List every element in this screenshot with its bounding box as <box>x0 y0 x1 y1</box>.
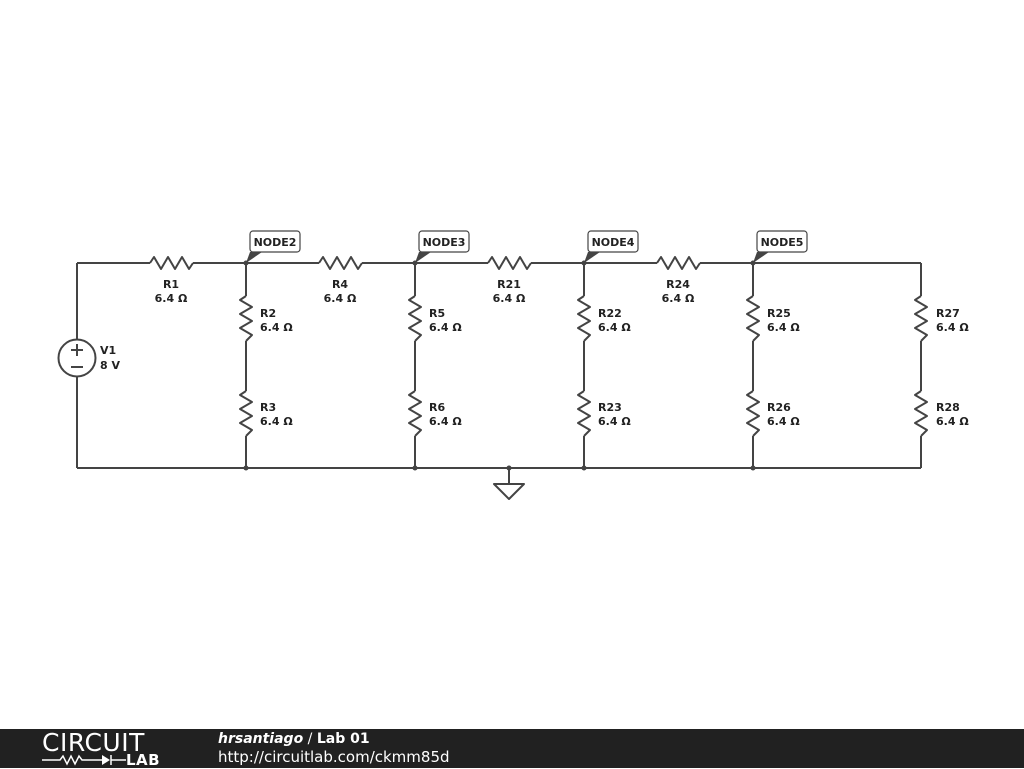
footer-info: hrsantiago / Lab 01 http://circuitlab.co… <box>218 730 450 767</box>
resistor-r22[interactable]: R22 6.4 Ω <box>577 295 631 342</box>
node-label-node5[interactable]: NODE5 <box>753 230 808 263</box>
resistor-value: 6.4 Ω <box>662 292 695 305</box>
node-label-node2[interactable]: NODE2 <box>246 230 301 263</box>
voltage-source-v1[interactable]: V1 8 V <box>57 338 121 378</box>
node-label-text: NODE2 <box>254 236 297 249</box>
node-label-node3[interactable]: NODE3 <box>415 230 470 263</box>
resistor-r1[interactable]: R1 6.4 Ω <box>149 256 194 305</box>
resistor-label: R28 <box>936 401 960 414</box>
resistor-r2[interactable]: R2 6.4 Ω <box>239 295 293 342</box>
wires <box>76 262 922 484</box>
resistor-label: R6 <box>429 401 445 414</box>
resistor-r5[interactable]: R5 6.4 Ω <box>408 295 462 342</box>
resistor-r6[interactable]: R6 6.4 Ω <box>408 390 462 437</box>
resistor-label: R3 <box>260 401 276 414</box>
author-link[interactable]: hrsantiago <box>218 731 304 747</box>
logo-lab-text: LAB <box>126 751 161 769</box>
node-label-text: NODE3 <box>423 236 466 249</box>
resistor-value: 6.4 Ω <box>429 321 462 334</box>
resistor-value: 6.4 Ω <box>936 415 969 428</box>
node-label-text: NODE5 <box>761 236 804 249</box>
resistor-label: R4 <box>332 278 348 291</box>
resistor-label: R5 <box>429 307 445 320</box>
resistor-value: 6.4 Ω <box>155 292 188 305</box>
resistor-r4[interactable]: R4 6.4 Ω <box>318 256 363 305</box>
resistor-r26[interactable]: R26 6.4 Ω <box>746 390 800 437</box>
logo-resistor-diode-icon <box>42 754 126 766</box>
resistor-label: R23 <box>598 401 622 414</box>
resistor-value: 6.4 Ω <box>324 292 357 305</box>
resistor-label: R21 <box>497 278 521 291</box>
resistor-label: R27 <box>936 307 960 320</box>
resistor-label: R26 <box>767 401 791 414</box>
circuit-schematic: V1 8 V R1 6.4 Ω R4 6.4 Ω R21 6.4 Ω R24 6… <box>57 230 969 500</box>
resistor-value: 6.4 Ω <box>598 415 631 428</box>
resistor-label: R2 <box>260 307 276 320</box>
resistor-value: 6.4 Ω <box>598 321 631 334</box>
title-separator: / <box>303 731 317 747</box>
circuit-title[interactable]: Lab 01 <box>316 731 370 747</box>
junction-dots <box>243 260 756 471</box>
resistor-label: R25 <box>767 307 791 320</box>
resistor-value: 6.4 Ω <box>429 415 462 428</box>
resistor-value: 6.4 Ω <box>767 321 800 334</box>
resistor-r24[interactable]: R24 6.4 Ω <box>656 256 701 305</box>
resistor-r21[interactable]: R21 6.4 Ω <box>487 256 532 305</box>
resistor-r3[interactable]: R3 6.4 Ω <box>239 390 293 437</box>
v1-label: V1 <box>100 344 116 357</box>
resistor-r23[interactable]: R23 6.4 Ω <box>577 390 631 437</box>
ground-symbol <box>493 483 525 500</box>
resistor-value: 6.4 Ω <box>493 292 526 305</box>
circuit-title-line: hrsantiago / Lab 01 <box>218 730 450 748</box>
node-label-text: NODE4 <box>592 236 635 249</box>
circuitlab-logo[interactable]: CIRCUIT LAB <box>42 728 177 769</box>
resistor-label: R1 <box>163 278 179 291</box>
node-label-node4[interactable]: NODE4 <box>584 230 639 263</box>
v1-value: 8 V <box>100 359 120 372</box>
resistor-value: 6.4 Ω <box>767 415 800 428</box>
resistor-label: R24 <box>666 278 690 291</box>
resistor-value: 6.4 Ω <box>936 321 969 334</box>
resistor-r25[interactable]: R25 6.4 Ω <box>746 295 800 342</box>
resistor-value: 6.4 Ω <box>260 415 293 428</box>
circuit-url[interactable]: http://circuitlab.com/ckmm85d <box>218 748 450 766</box>
resistor-r27[interactable]: R27 6.4 Ω <box>914 295 969 342</box>
logo-circuit-text: CIRCUIT <box>42 728 145 757</box>
footer-bar: CIRCUIT LAB hrsantiago / Lab 01 http://c… <box>0 728 1024 769</box>
resistor-label: R22 <box>598 307 622 320</box>
resistor-value: 6.4 Ω <box>260 321 293 334</box>
resistor-r28[interactable]: R28 6.4 Ω <box>914 390 969 437</box>
